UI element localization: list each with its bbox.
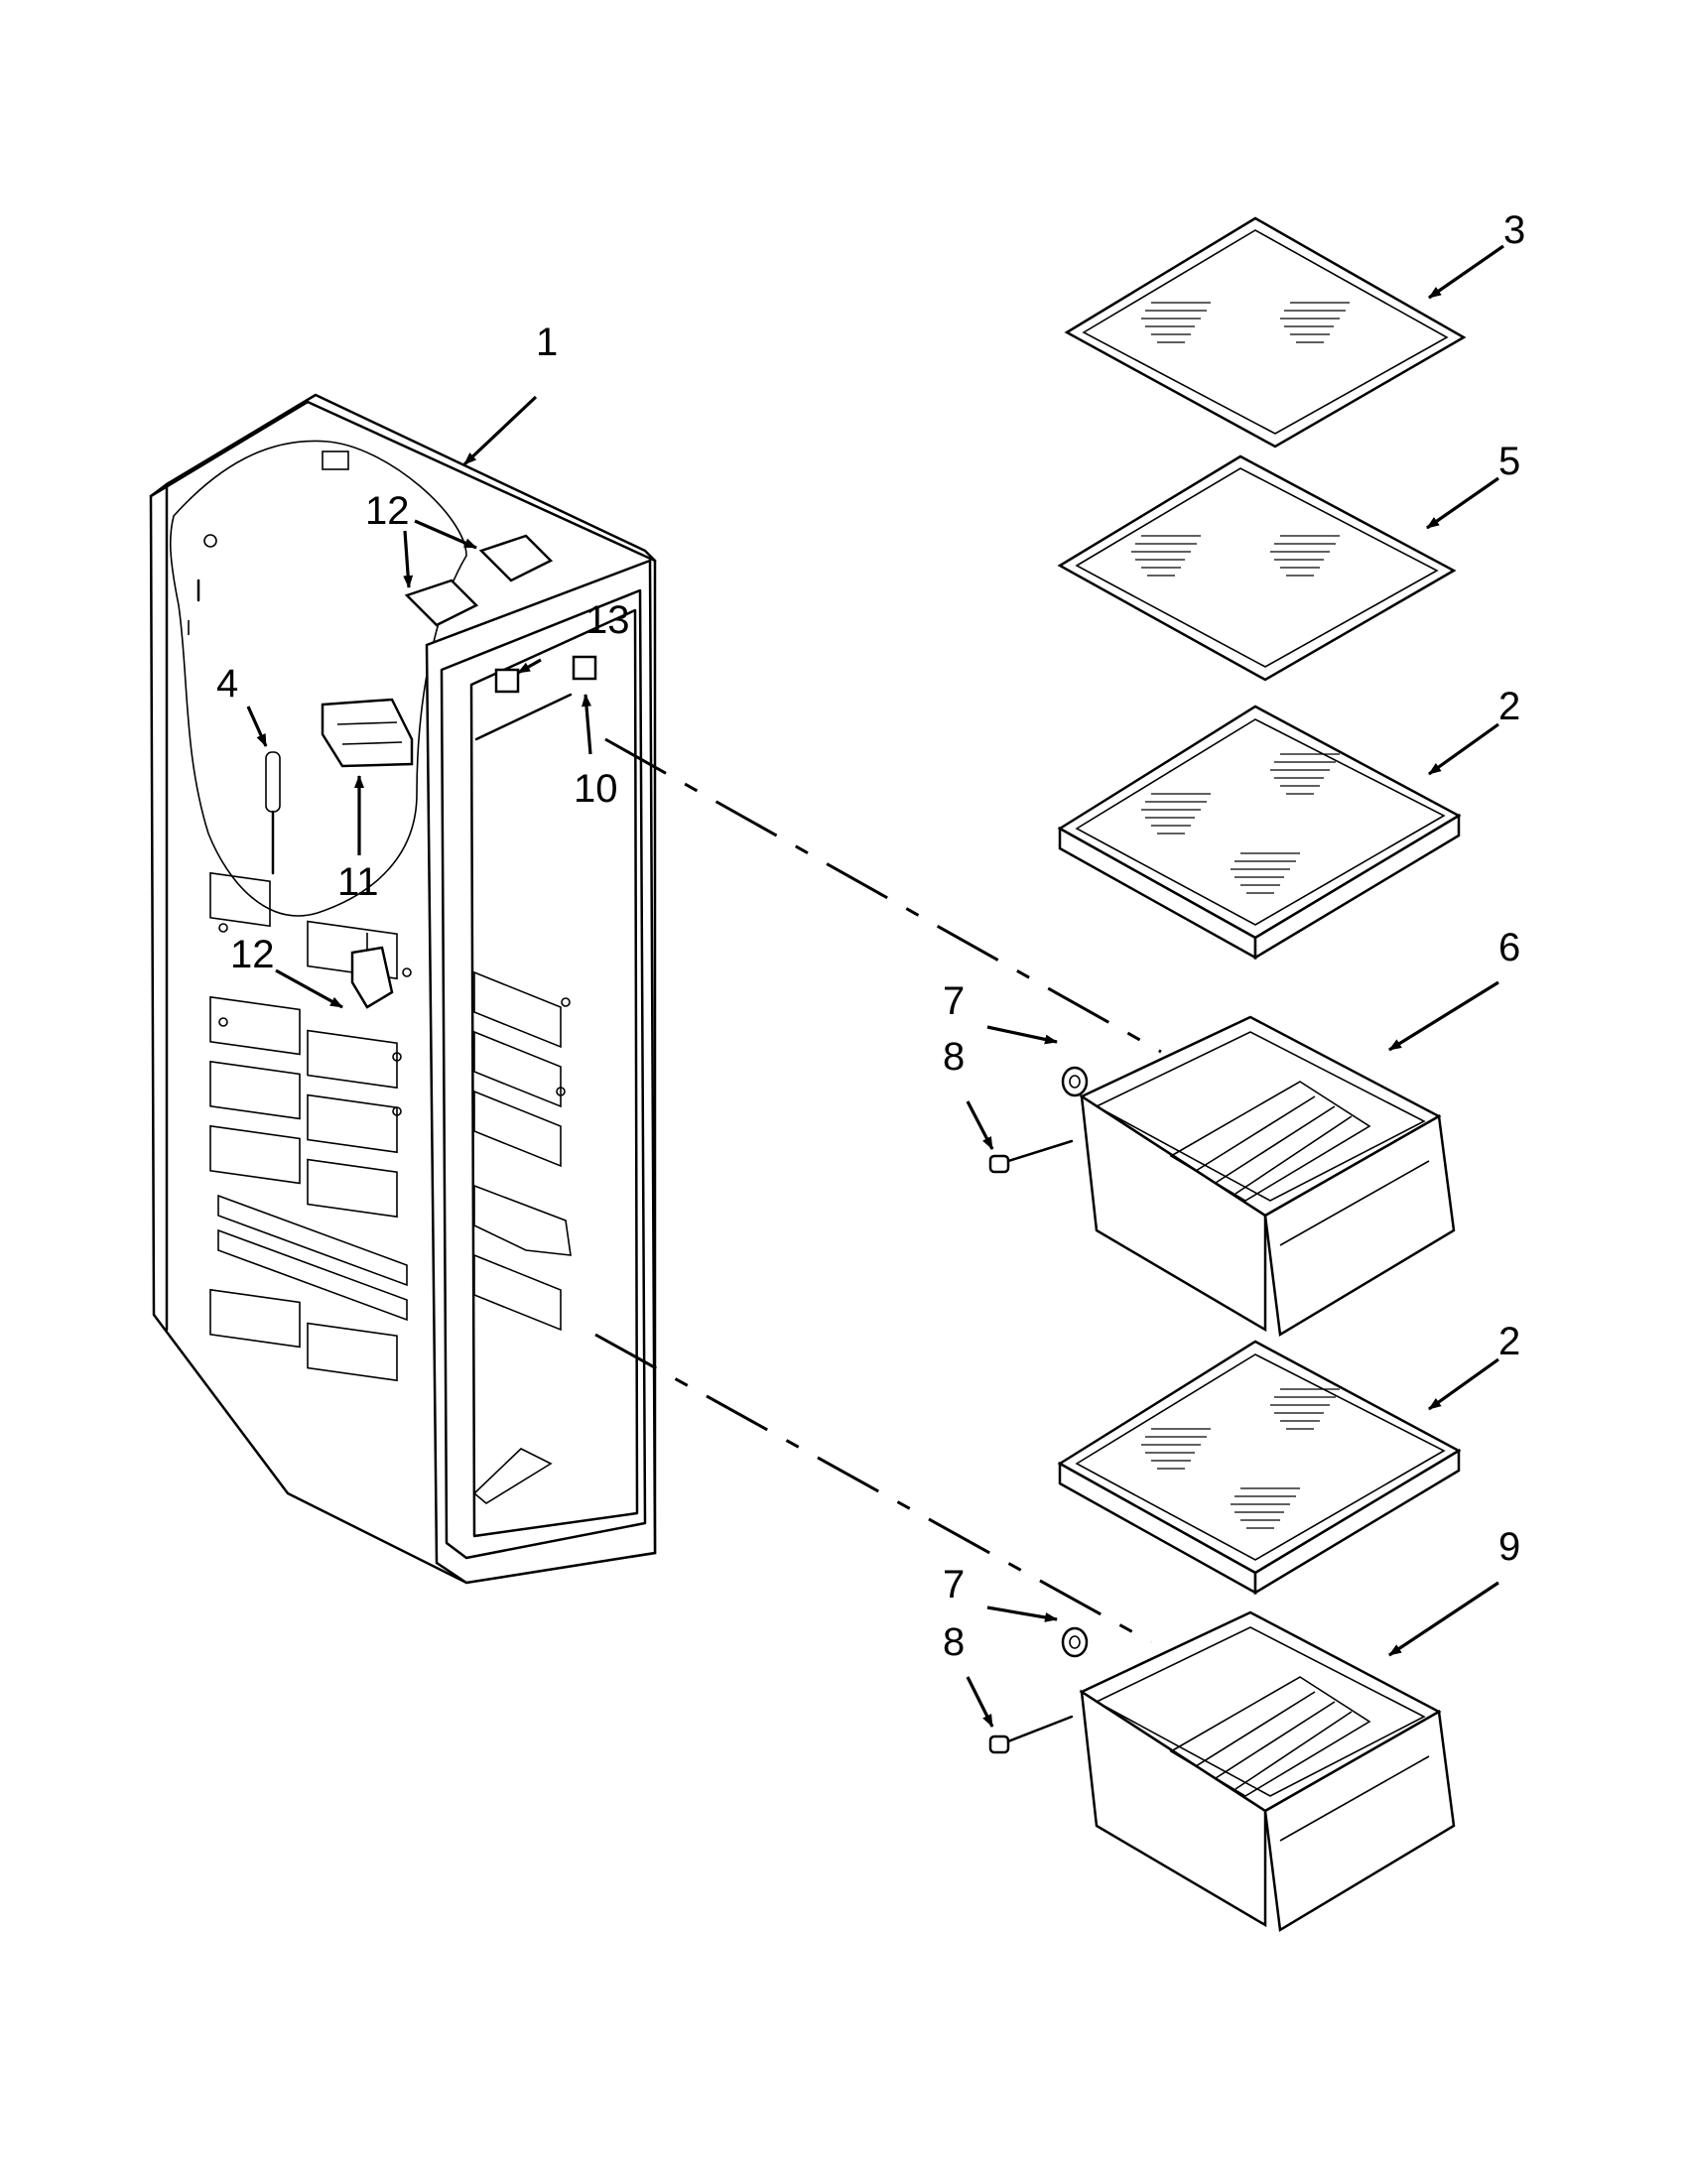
label-2-upper: 2 xyxy=(1498,685,1520,728)
alignment-line-upper xyxy=(604,737,1162,1054)
part-labels: 1 3 5 2 6 2 9 7 8 7 8 4 11 10 13 12 12 xyxy=(216,208,1525,1664)
label-8-upper: 8 xyxy=(943,1035,965,1079)
label-11: 11 xyxy=(337,860,379,904)
label-8-lower: 8 xyxy=(943,1620,965,1664)
liner-slots xyxy=(209,871,408,1382)
control-modules-part-12 xyxy=(350,534,554,1009)
label-1: 1 xyxy=(536,321,558,364)
light-housing-part-11 xyxy=(321,698,414,768)
label-2-lower: 2 xyxy=(1498,1320,1520,1363)
screw-part-8-lower xyxy=(988,1715,1074,1754)
clip-part-10 xyxy=(572,655,597,681)
label-7-lower: 7 xyxy=(943,1563,965,1606)
label-5: 5 xyxy=(1498,440,1520,483)
label-10: 10 xyxy=(574,767,618,811)
alignment-line-lower xyxy=(594,1333,1152,1644)
shelf-part-3 xyxy=(1064,216,1467,449)
crisper-cover-part-2-upper xyxy=(1057,705,1462,961)
roller-part-7-upper xyxy=(1061,1066,1089,1097)
crisper-drawer-part-9 xyxy=(1079,1610,1456,1933)
label-6: 6 xyxy=(1498,926,1520,969)
label-3: 3 xyxy=(1503,208,1525,252)
screw-part-8-upper xyxy=(988,1139,1074,1174)
label-9: 9 xyxy=(1498,1525,1520,1569)
leader-arrows xyxy=(246,244,1504,1728)
label-7-upper: 7 xyxy=(943,979,965,1023)
roller-part-7-lower xyxy=(1061,1626,1089,1658)
label-4: 4 xyxy=(216,662,238,706)
inner-wall-slots xyxy=(472,970,572,1504)
label-12-lower: 12 xyxy=(230,933,275,976)
label-12-upper: 12 xyxy=(365,489,410,533)
crisper-cover-part-2-lower xyxy=(1057,1340,1462,1596)
light-socket-part-4 xyxy=(265,751,281,875)
crisper-drawer-part-6 xyxy=(1079,1015,1456,1338)
clip-part-13 xyxy=(494,668,520,694)
liner-assembly xyxy=(149,393,657,1585)
label-13: 13 xyxy=(585,598,630,642)
shelf-part-5 xyxy=(1057,454,1457,682)
